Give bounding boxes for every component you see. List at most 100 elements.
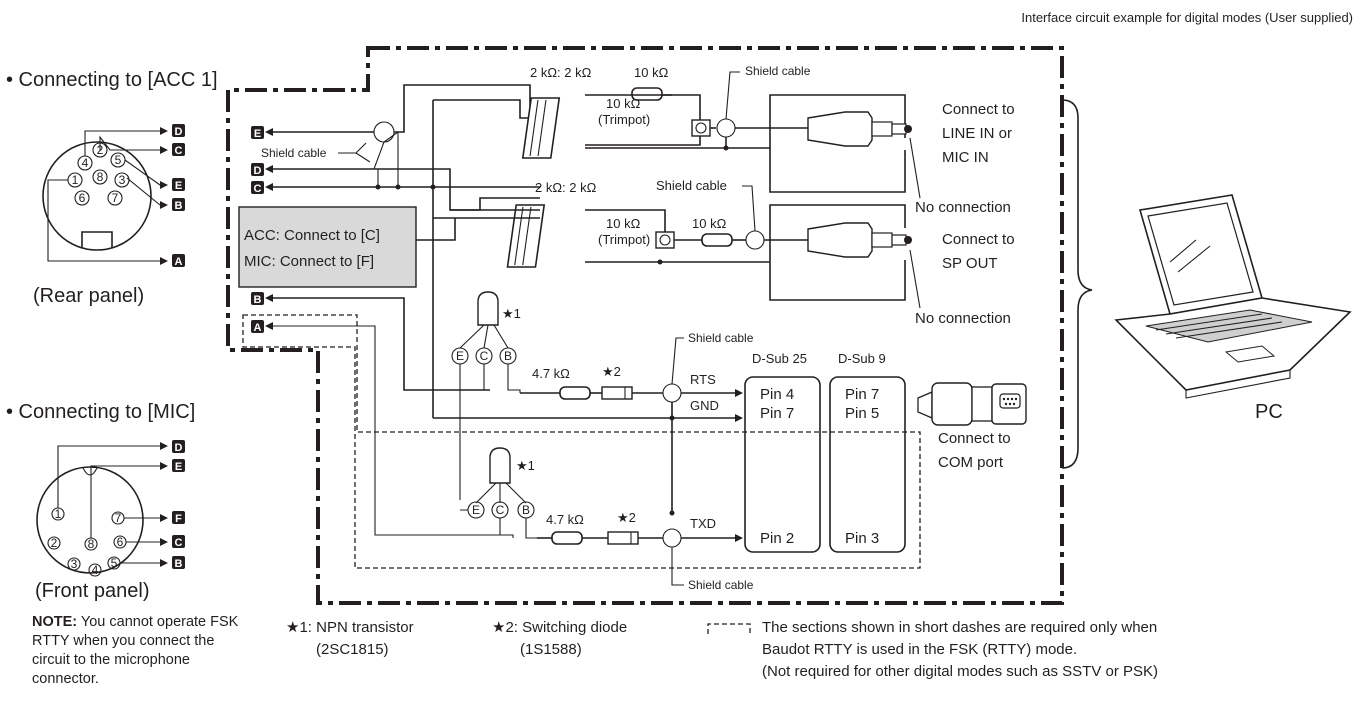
t2-pin-b: B	[522, 503, 530, 517]
circuit-tag-a: A	[254, 322, 262, 334]
t2-pin-e: E	[472, 503, 480, 517]
dsub9-pin-gnd: Pin 5	[845, 405, 879, 422]
mic-pin-6: 6	[117, 535, 124, 549]
right-brace	[1061, 99, 1093, 469]
mic-tag-f: F	[175, 513, 182, 525]
mic-pin-8: 8	[88, 537, 95, 551]
circuit-boundary	[226, 46, 1064, 605]
note-bold: NOTE:	[32, 614, 78, 630]
dsub9-title: D-Sub 9	[838, 351, 886, 366]
legend-star1-line1: ★1: NPN transistor	[286, 619, 414, 636]
legend-star1-line2: (2SC1815)	[316, 641, 389, 658]
connect3-line1: Connect to	[938, 430, 1011, 447]
legend-dash-line1: The sections shown in short dashes are r…	[762, 619, 1157, 636]
acc1-pin-3: 3	[119, 173, 126, 187]
signal-txd: TXD	[690, 516, 716, 531]
connect1-line3: MIC IN	[942, 149, 989, 166]
dsub25-title: D-Sub 25	[752, 351, 807, 366]
t1-pin-c: C	[480, 349, 489, 363]
acc1-title: • Connecting to [ACC 1]	[6, 69, 218, 91]
mic-pin-7: 7	[115, 511, 122, 525]
acc-mic-connect-box: ACC: Connect to [C] MIC: Connect to [F]	[238, 206, 417, 288]
transformer-lower	[506, 204, 546, 268]
rtty-only-region	[242, 314, 921, 569]
mic-panel-label: (Front panel)	[35, 580, 150, 602]
pc-label: PC	[1255, 401, 1283, 423]
pc-laptop-icon	[1114, 194, 1352, 399]
circuit-tag-e: E	[254, 128, 261, 140]
r47k-upper-label: 4.7 kΩ	[532, 366, 570, 381]
circuit-tag-b: B	[254, 294, 262, 306]
trimpot-upper-label: (Trimpot)	[598, 112, 650, 127]
mic-tag-d: D	[175, 442, 183, 454]
t2-pin-c: C	[496, 503, 505, 517]
transistor-1: E C B	[451, 291, 517, 365]
signal-rts: RTS	[690, 372, 716, 387]
connect2-line1: Connect to	[942, 231, 1015, 248]
r47k-lower-label: 4.7 kΩ	[546, 512, 584, 527]
dsub25-pin-rts: Pin 4	[760, 386, 794, 403]
dsub-plug	[917, 382, 1027, 426]
acc-box-line1: ACC: Connect to [C]	[244, 227, 380, 244]
trimpot-lower-value: 10 kΩ	[606, 216, 641, 231]
d2-star-label: ★2	[617, 510, 636, 525]
dsub9-box	[829, 376, 906, 553]
t2-star-label: ★1	[516, 458, 535, 473]
shield-cable-label-upper: Shield cable	[745, 64, 811, 78]
legend-dash-line2: Baudot RTTY is used in the FSK (RTTY) mo…	[762, 641, 1077, 658]
acc1-pin-8: 8	[97, 170, 104, 184]
mic-pin-3: 3	[71, 557, 78, 571]
mic-tag-c: C	[175, 537, 183, 549]
no-connection-upper: No connection	[915, 199, 1011, 216]
dsub9-pin-rts: Pin 7	[845, 386, 879, 403]
resistor-upper-label: 10 kΩ	[634, 65, 669, 80]
mic-tag-b: B	[175, 558, 183, 570]
legend-star2-line2: (1S1588)	[520, 641, 582, 658]
dsub25-pin-gnd: Pin 7	[760, 405, 794, 422]
shield-cable-label-rts: Shield cable	[688, 331, 754, 345]
transistor-2: E C B	[467, 447, 535, 519]
acc1-pin-1: 1	[72, 173, 79, 187]
audio-plug-lower	[807, 222, 912, 258]
circuit-tag-d: D	[254, 165, 262, 177]
dsub25-box	[744, 376, 821, 553]
t1-pin-b: B	[504, 349, 512, 363]
t1-star-label: ★1	[502, 306, 521, 321]
trimpot-lower-label: (Trimpot)	[598, 232, 650, 247]
audio-plug-upper	[807, 111, 912, 147]
mic-note: NOTE: You cannot operate FSK RTTY when y…	[32, 613, 250, 689]
acc1-tag-c: C	[175, 145, 183, 157]
mic-pin-5: 5	[111, 556, 118, 570]
acc-box-line2: MIC: Connect to [F]	[244, 253, 374, 270]
resistor-lower-label: 10 kΩ	[692, 216, 727, 231]
circuit-tag-c: C	[254, 183, 262, 195]
connect3-line2: COM port	[938, 454, 1004, 471]
acc1-tag-d: D	[175, 126, 183, 138]
mic-title: • Connecting to [MIC]	[6, 401, 195, 423]
shield-cable-label-middle: Shield cable	[656, 178, 727, 193]
signal-gnd: GND	[690, 398, 719, 413]
connect2-line2: SP OUT	[942, 255, 998, 272]
trimpot-upper-value: 10 kΩ	[606, 96, 641, 111]
acc1-pin-7: 7	[112, 191, 119, 205]
legend-star2-line1: ★2: Switching diode	[492, 619, 627, 636]
shield-cable-label-txd: Shield cable	[688, 578, 754, 592]
mic-connector: 1 2 3 4 5 6 7 8 D E F C B	[36, 440, 185, 577]
header-title: Interface circuit example for digital mo…	[1021, 10, 1353, 25]
dsub25-pin-txd: Pin 2	[760, 530, 794, 547]
circuit-left-tags: E D C B A	[251, 126, 264, 334]
mic-pin-4: 4	[92, 563, 99, 577]
transformer-upper	[521, 97, 561, 159]
t1-pin-e: E	[456, 349, 464, 363]
no-connection-lower: No connection	[915, 310, 1011, 327]
mic-pin-2: 2	[51, 536, 58, 550]
acc1-pin-6: 6	[79, 191, 86, 205]
mic-tag-e: E	[175, 461, 182, 473]
acc1-tag-b: B	[175, 200, 183, 212]
mic-pin-1: 1	[55, 507, 62, 521]
transformer-lower-label: 2 kΩ: 2 kΩ	[535, 180, 597, 195]
connect1-line1: Connect to	[942, 101, 1015, 118]
acc1-pin-5: 5	[115, 153, 122, 167]
shield-cable-label-left: Shield cable	[261, 146, 327, 160]
